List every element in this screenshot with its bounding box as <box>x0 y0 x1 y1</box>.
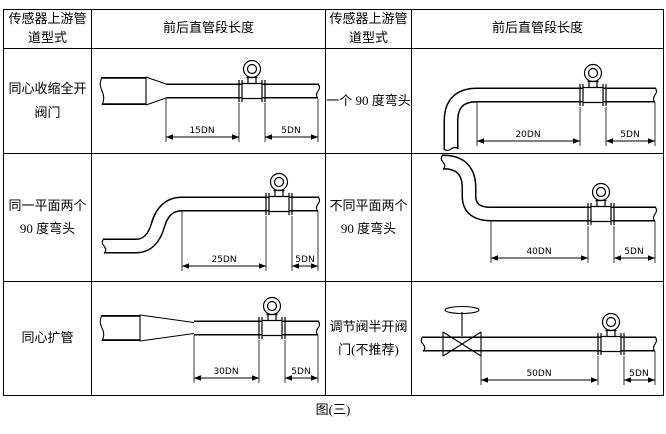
row1-left-label: 同心收缩全开阀门 <box>3 47 92 154</box>
dimension-label: 5DN <box>629 369 648 379</box>
dimension-label: 5DN <box>624 247 643 257</box>
dimension-label: 40DN <box>526 247 551 257</box>
dimension-downstream: 5DN <box>613 247 655 261</box>
valve-icon <box>441 306 482 357</box>
pipe-break-right <box>652 86 657 103</box>
table-row: 同心收缩全开阀门 <box>3 47 664 154</box>
row2-left-label: 同一平面两个 90 度弯头 <box>3 152 92 282</box>
row2-right-diagram-cell: 40DN 5DN <box>411 152 664 282</box>
dimension-upstream: 15DN <box>165 126 239 140</box>
dimension-downstream: 5DN <box>623 369 655 383</box>
row2-right-label: 不同平面两个 90 度弯头 <box>325 152 412 282</box>
pipe-break-left <box>442 146 459 151</box>
valve-handwheel <box>443 306 480 315</box>
dimension-label: 50DN <box>526 369 551 379</box>
row2-left-diagram-cell: 25DN 5DN <box>91 152 326 282</box>
header-upstream-right: 传感器上游管道型式 <box>325 9 412 49</box>
pipe-break-left <box>99 76 104 105</box>
flowmeter-sensor-icon <box>578 63 607 107</box>
dimension-upstream: 25DN <box>181 255 266 269</box>
dimension-upstream: 50DN <box>480 369 598 383</box>
diagram-concentric-reducer: 15DN 5DN <box>99 59 320 142</box>
dimension-label: 5DN <box>291 367 310 377</box>
flowmeter-sensor-icon <box>596 313 625 356</box>
dimension-label: 5DN <box>281 126 300 136</box>
pipe-break-left <box>101 238 106 255</box>
pipe-break-left <box>440 154 445 171</box>
pipe-break-right <box>315 320 320 337</box>
dimension-label: 30DN <box>213 367 238 377</box>
dimension-downstream: 5DN <box>284 367 318 381</box>
table-row: 同心扩管 <box>3 280 664 396</box>
dimension-upstream: 20DN <box>476 130 580 144</box>
row1-right-label: 一个 90 度弯头 <box>325 47 412 154</box>
pipe-break-left <box>420 336 425 353</box>
pipe-config-table: 传感器上游管道型式 前后直管段长度 传感器上游管道型式 前后直管段长度 同心收缩… <box>3 9 664 396</box>
flowmeter-sensor-icon <box>586 183 615 226</box>
dimension-upstream: 30DN <box>193 367 259 381</box>
header-length-right: 前后直管段长度 <box>411 9 664 49</box>
dimension-label: 15DN <box>189 126 214 136</box>
flowmeter-sensor-icon <box>257 297 286 340</box>
dimension-label: 5DN <box>295 255 314 265</box>
dimension-upstream: 40DN <box>490 247 588 261</box>
header-row: 传感器上游管道型式 前后直管段长度 传感器上游管道型式 前后直管段长度 <box>3 9 664 49</box>
diagram-half-open-valve: 50DN 5DN <box>420 306 657 386</box>
row3-left-label: 同心扩管 <box>3 280 92 396</box>
row3-left-diagram-cell: 30DN 5DN <box>91 280 326 396</box>
pipe-break-right <box>315 82 320 99</box>
dimension-label: 20DN <box>515 130 540 140</box>
dimension-downstream: 5DN <box>605 130 655 144</box>
document-page: 传感器上游管道型式 前后直管段长度 传感器上游管道型式 前后直管段长度 同心收缩… <box>3 9 664 417</box>
row1-right-diagram-cell: 20DN 5DN <box>411 47 664 154</box>
pipe-break-left <box>99 314 104 342</box>
dimension-label: 5DN <box>620 130 639 140</box>
row3-right-label: 调节阀半开阀门(不推荐) <box>325 280 412 396</box>
expander-cone <box>138 314 194 342</box>
pipe-break-right <box>652 206 657 223</box>
table-row: 同一平面两个 90 度弯头 25DN <box>3 152 664 282</box>
flowmeter-sensor-icon <box>237 59 266 103</box>
header-upstream-left: 传感器上游管道型式 <box>3 9 92 49</box>
pipe-break-right <box>652 336 657 353</box>
diagram-concentric-expander: 30DN 5DN <box>99 297 320 384</box>
diagram-single-elbow: 20DN 5DN <box>442 63 657 151</box>
row1-left-diagram-cell: 15DN 5DN <box>91 47 326 154</box>
flowmeter-sensor-icon <box>264 173 293 216</box>
dimension-downstream: 5DN <box>291 255 318 269</box>
row3-right-diagram-cell: 50DN 5DN <box>411 280 664 396</box>
reducer-cone <box>144 76 166 106</box>
diagram-two-elbows-same-plane: 25DN 5DN <box>101 173 320 272</box>
header-length-left: 前后直管段长度 <box>91 9 326 49</box>
figure-caption: 图(三) <box>315 401 351 417</box>
pipe-break-right <box>315 196 320 213</box>
diagram-two-elbows-different-planes: 40DN 5DN <box>440 154 657 264</box>
dimension-label: 25DN <box>211 255 236 265</box>
dimension-downstream: 5DN <box>264 126 318 140</box>
